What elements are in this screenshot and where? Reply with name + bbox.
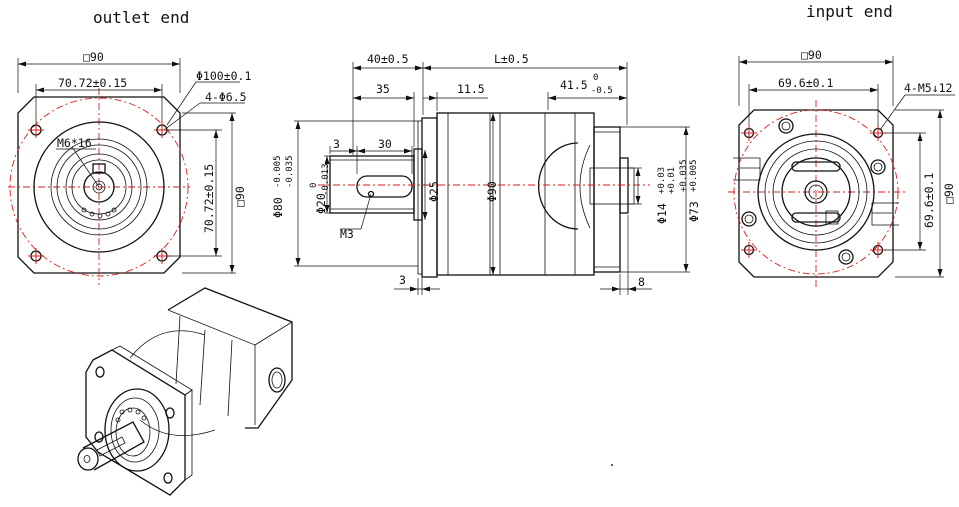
input-pilot-ring [764,140,868,244]
shaft-tol-upper: 0 [309,183,319,188]
input-flange-outline [738,109,894,278]
outlet-center-thread [95,183,103,191]
center-thread-label: M3 [340,227,354,241]
outlet-center-hole [92,180,106,194]
input-adapter-ring [772,148,860,236]
iso-body-outline [167,287,293,429]
shaft-start-label: 3 [333,137,340,151]
clamp-window [538,142,579,230]
input-square-label: □90 [801,48,822,62]
input-flange [593,126,621,273]
iso-hub-outer [104,388,170,472]
outlet-shaft [83,171,115,203]
right-port [871,202,899,226]
input-side-square-label: □90 [942,183,956,204]
outlet-pcd-label: Φ100±0.1 [196,69,251,83]
stray-mark [611,464,613,466]
outlet-square-label: □90 [83,50,104,64]
input-bore-tol-lower: +0.01 [667,167,677,194]
outlet-seal-ring [56,144,142,230]
outlet-body-ring [33,121,165,253]
shaft-length-label: 35 [376,82,390,96]
input-bore [589,167,635,205]
body-dia-label: Φ90 [485,181,499,202]
input-body-bolts [741,118,886,265]
iso-shaft-key [96,436,126,457]
flange-length-label: 40±0.5 [367,52,409,66]
input-clamp-ring [781,157,851,227]
input-mounting-holes [741,125,886,258]
pilot-tol-lower: -0.035 [285,155,295,188]
clamp-slot-bottom [791,212,841,223]
flange-step-label: 3 [399,273,406,287]
key-length-label: 30 [378,137,392,151]
iso-input-bore [268,367,286,393]
input-bore-circle [804,180,828,204]
input-pilot-tol-upper: +0.035 [679,159,689,192]
output-shaft [329,155,415,214]
input-step-label: 8 [638,275,645,289]
input-length-tol-upper: 0 [593,73,598,83]
outlet-bearing-ring [65,153,133,221]
center-thread-hole [367,190,375,198]
heading-outlet-end: outlet end [93,8,189,27]
iso-bearing-balls [115,407,147,423]
outlet-holes-label: 4-Φ6.5 [205,90,247,104]
side-view: 40±0.5 L±0.5 35 11.5 41.5 0 -0.5 3 30 Φ8… [271,52,701,295]
input-bolt-spacing-label: 69.6±0.1 [778,76,833,90]
outlet-thread-label: M6*16 [57,136,92,150]
input-height-label: 69.6±0.1 [922,173,936,228]
shaft-dia-label: Φ20 [314,193,328,214]
input-body-ring [757,133,875,251]
main-body [436,112,595,276]
outlet-end-view: □90 70.72±0.15 Φ100±0.1 4-Φ6.5 M6*16 70.… [8,50,251,285]
input-length-label: 41.5 [560,78,588,92]
flange-thickness-label: 11.5 [457,82,485,96]
pilot-tol-upper: -0.005 [273,155,283,188]
input-bore-label: Φ14 [655,203,669,224]
iso-output-shaft [82,421,145,471]
total-length-label: L±0.5 [494,52,529,66]
clamp-slot-top [791,161,841,172]
shaft-key [356,175,413,198]
shaft-tol-lower: -0.013 [321,163,331,196]
neck-dia-label: Φ25 [427,181,441,202]
input-length-tol-lower: -0.5 [591,86,613,96]
input-pilot-label: Φ73 [687,201,701,222]
isometric-view [77,287,293,496]
outlet-mounting-holes [28,122,170,264]
outlet-side-square-label: □90 [233,186,247,207]
outlet-flange-outline [17,96,181,274]
input-bore-tol-upper: +0.03 [657,167,667,194]
input-pilot-tol-lower: +0.005 [689,159,699,192]
outlet-bolt-spacing-label: 70.72±0.15 [58,76,127,90]
outlet-bearing-balls [81,207,117,219]
outlet-key [92,163,106,174]
iso-shaft-end [77,447,99,471]
pilot-dia-label: Φ80 [271,197,285,218]
input-holes-label: 4-M5↓12 [904,81,952,95]
left-port [733,157,761,181]
input-end-view: □90 69.6±0.1 4-M5↓12 69.6±0.1 □90 [728,48,956,287]
heading-input-end: input end [806,2,893,21]
clamp-screw [825,210,839,225]
outlet-pilot-ring [50,138,148,236]
outlet-height-label: 70.72±0.15 [202,164,216,233]
